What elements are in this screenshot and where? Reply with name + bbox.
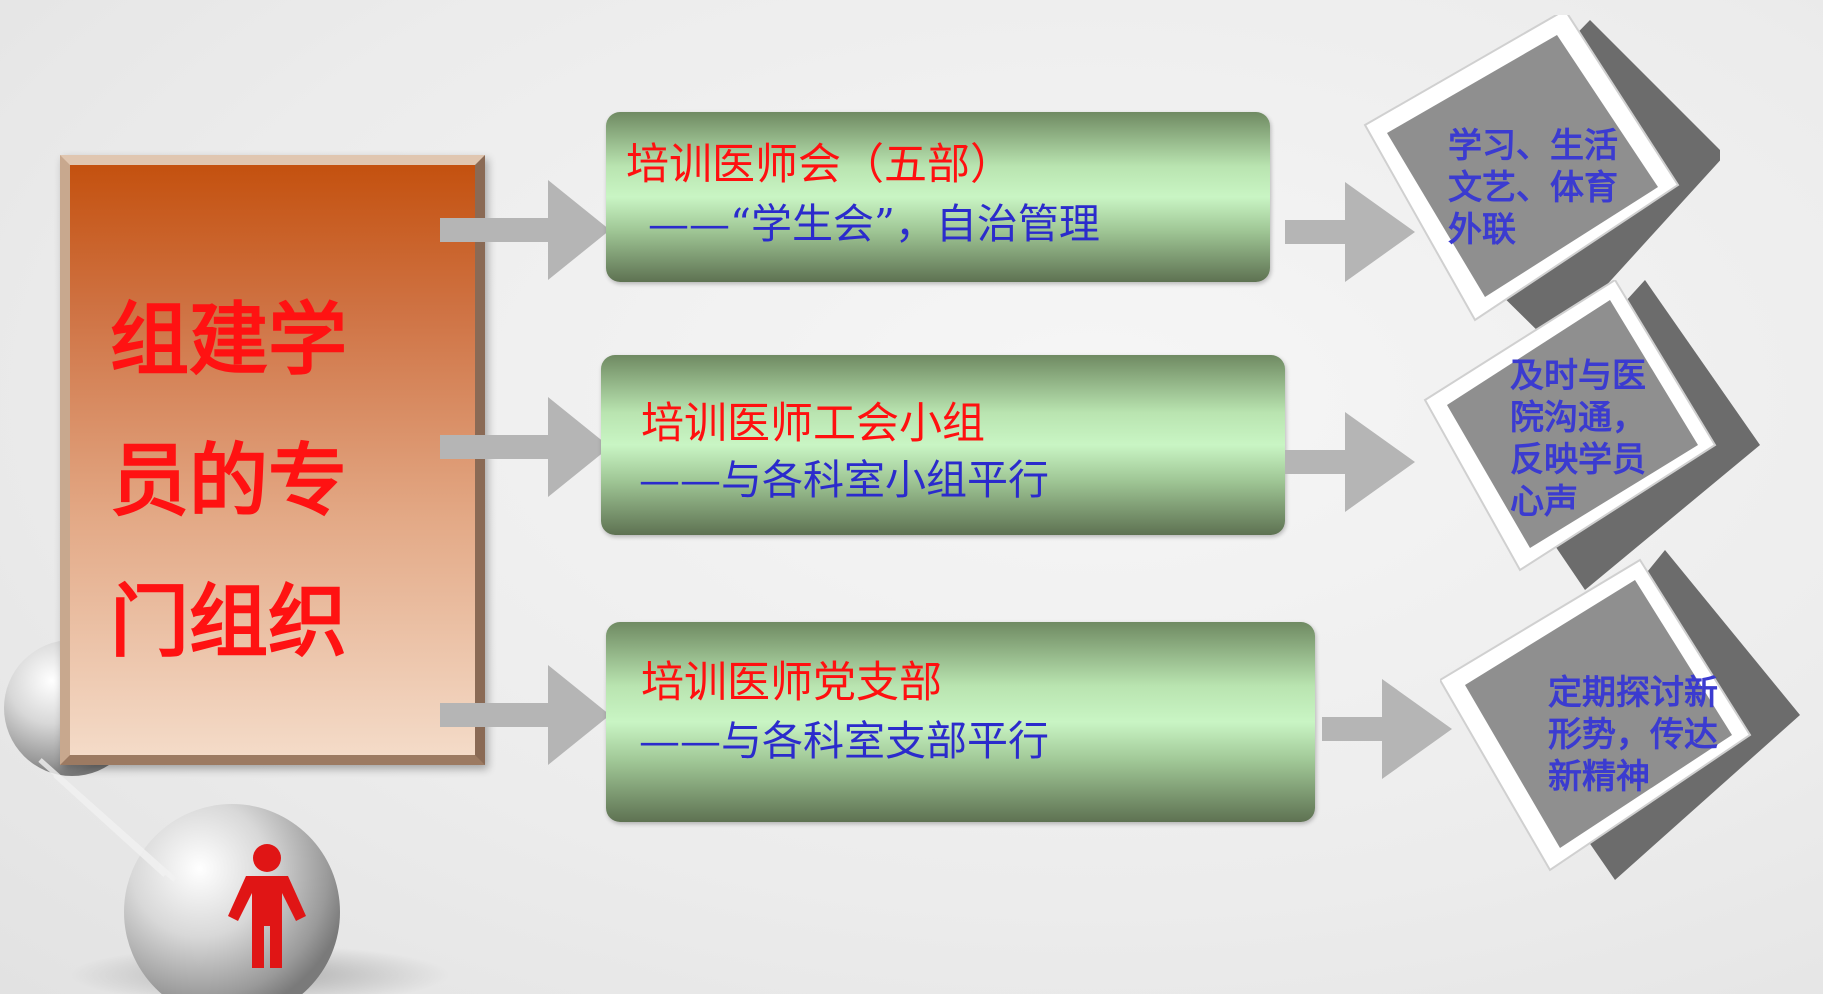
arrow-right-icon [440,665,610,765]
note-text: 定期探讨新 形势，传达 新精神 [1548,672,1718,798]
main-topic-box: 组建学员的专门组织 [60,155,485,765]
note-line: 定期探讨新 [1548,673,1718,713]
note-line: 院沟通， [1510,398,1646,438]
person-icon [228,844,306,968]
org-box-trainee-council: 培训医师会（五部） ——“学生会”，自治管理 [606,112,1270,282]
note-card-shape [1363,15,1720,345]
note-line: 及时与医 [1510,356,1646,396]
large-sphere [124,804,340,994]
org-title: 培训医师工会小组 [641,399,985,449]
org-box-party-branch: 培训医师党支部 ——与各科室支部平行 [606,622,1315,822]
note-line: 形势，传达 [1548,715,1718,755]
org-title: 培训医师会（五部） [626,140,1013,190]
note-line: 心声 [1510,482,1578,522]
arrow-right-icon [1285,412,1415,512]
org-subtitle: ——“学生会”，自治管理 [648,200,1100,248]
note-card-shape [1440,550,1800,880]
arrow-right-icon [440,397,610,497]
arrow-right-icon [440,180,610,280]
org-box-union-group: 培训医师工会小组 ——与各科室小组平行 [601,355,1285,535]
arrow-right-icon [1285,182,1415,282]
org-title: 培训医师党支部 [641,658,942,708]
note-line: 反映学员 [1510,440,1646,480]
arrow-right-icon [1322,679,1452,779]
note-line: 新精神 [1548,757,1650,797]
note-line: 外联 [1448,210,1516,250]
note-text: 及时与医 院沟通， 反映学员 心声 [1510,355,1646,523]
note-line: 学习、生活 [1448,126,1618,166]
note-card-shape [1423,280,1760,590]
org-subtitle: ——与各科室小组平行 [639,456,1049,504]
note-text: 学习、生活 文艺、体育 外联 [1448,125,1618,251]
note-line: 文艺、体育 [1448,168,1618,208]
org-subtitle: ——与各科室支部平行 [639,717,1049,765]
main-topic-title: 组建学员的专门组织 [110,294,347,668]
